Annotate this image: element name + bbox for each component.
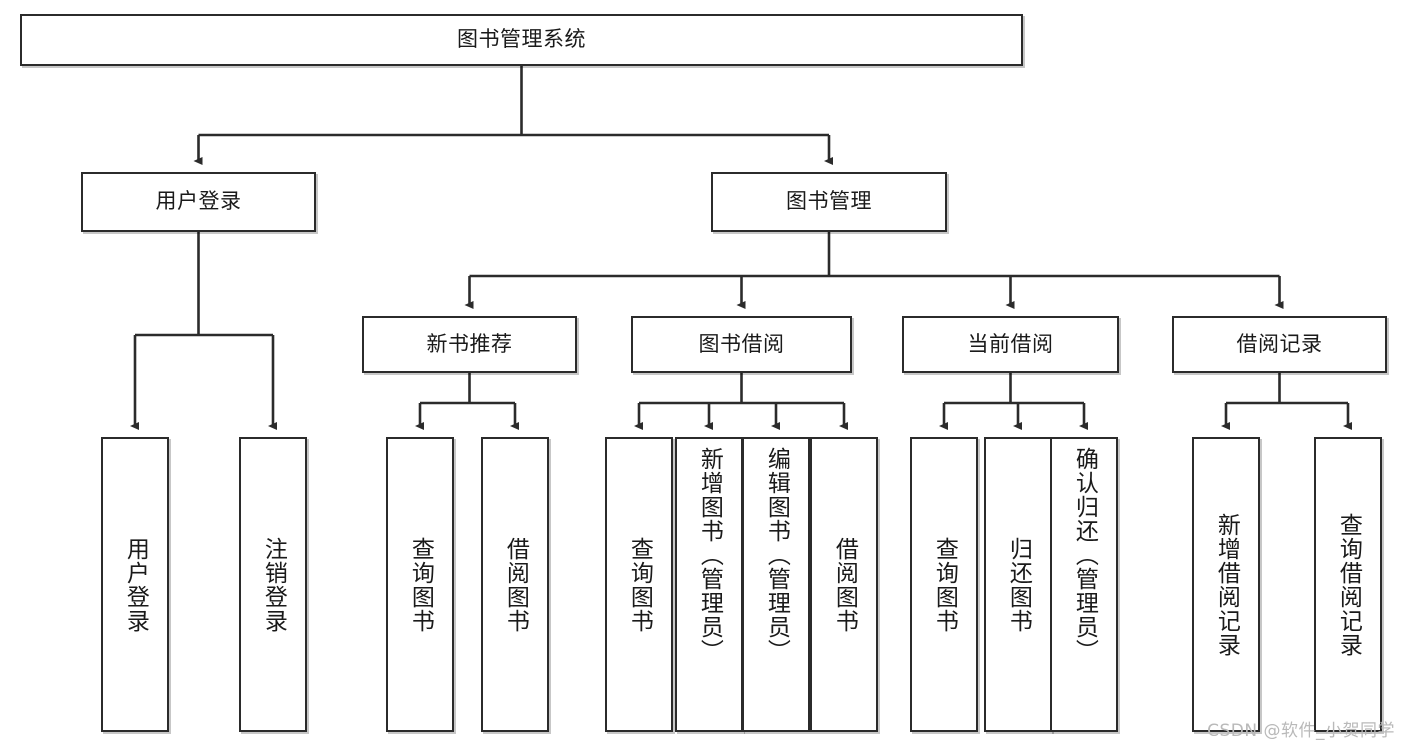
node-l-addbook[interactable]: 新增图书（管理员）: [675, 437, 743, 732]
node-l-userlogin[interactable]: 用户登录: [101, 437, 169, 732]
node-records[interactable]: 借阅记录: [1172, 316, 1387, 373]
node-label: 图书管理系统: [457, 27, 586, 52]
node-login[interactable]: 用户登录: [81, 172, 316, 232]
node-label: 用户登录: [155, 189, 242, 214]
node-label: 当前借阅: [967, 331, 1054, 356]
node-l-qrec[interactable]: 查询借阅记录: [1314, 437, 1382, 732]
node-l-confirm[interactable]: 确认归还（管理员）: [1050, 437, 1118, 732]
node-l-editbook[interactable]: 编辑图书（管理员）: [742, 437, 810, 732]
node-label: 新增图书（管理员）: [696, 447, 723, 663]
node-label: 编辑图书（管理员）: [763, 447, 790, 663]
node-label: 归还图书: [1005, 536, 1032, 633]
node-bookmgmt[interactable]: 图书管理: [711, 172, 947, 232]
node-label: 新增借阅记录: [1213, 512, 1240, 657]
node-label: 图书借阅: [698, 331, 785, 356]
node-l-logout[interactable]: 注销登录: [239, 437, 307, 732]
node-newbooks[interactable]: 新书推荐: [362, 316, 577, 373]
node-label: 查询借阅记录: [1335, 512, 1362, 657]
node-label: 图书管理: [786, 189, 872, 214]
node-current[interactable]: 当前借阅: [902, 316, 1119, 373]
node-l-qbook3[interactable]: 查询图书: [910, 437, 978, 732]
node-l-qbook1[interactable]: 查询图书: [386, 437, 454, 732]
node-label: 查询图书: [407, 536, 434, 633]
node-label: 确认归还（管理员）: [1071, 447, 1098, 663]
node-label: 注销登录: [260, 536, 287, 633]
node-label: 用户登录: [122, 536, 149, 633]
node-l-return[interactable]: 归还图书: [984, 437, 1052, 732]
node-borrow[interactable]: 图书借阅: [631, 316, 852, 373]
node-label: 查询图书: [931, 536, 958, 633]
node-label: 借阅图书: [502, 536, 529, 633]
node-label: 借阅记录: [1236, 331, 1323, 356]
node-label: 借阅图书: [831, 536, 858, 633]
node-label: 新书推荐: [426, 331, 513, 356]
node-l-bbook1[interactable]: 借阅图书: [481, 437, 549, 732]
node-l-bbook2[interactable]: 借阅图书: [810, 437, 878, 732]
node-l-qbook2[interactable]: 查询图书: [605, 437, 673, 732]
node-root[interactable]: 图书管理系统: [20, 14, 1023, 66]
node-label: 查询图书: [626, 536, 653, 633]
node-l-addrec[interactable]: 新增借阅记录: [1192, 437, 1260, 732]
